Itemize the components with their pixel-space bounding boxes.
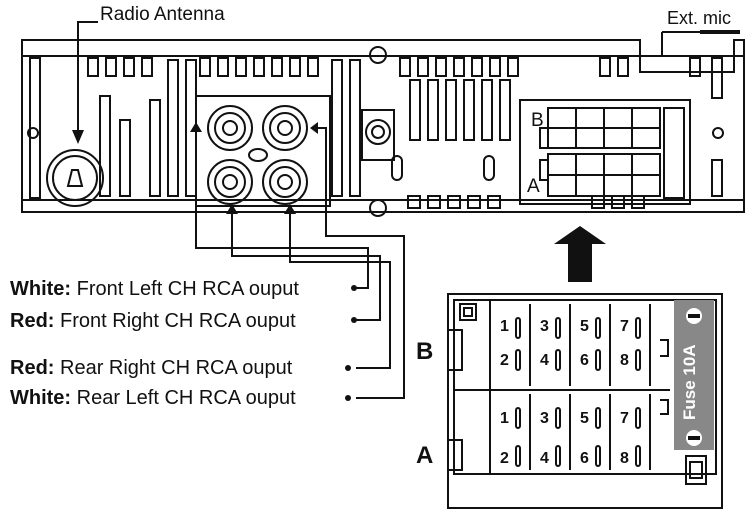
radio-antenna-label: Radio Antenna [100, 4, 225, 25]
rca-leader-lines [195, 127, 405, 399]
rca-label-rear-right: Red: Rear Right CH RCA ouput [10, 357, 293, 379]
unit-connector-a-label: A [527, 176, 540, 197]
pin-a6: 6 [580, 450, 589, 467]
head-unit-outline [21, 39, 745, 213]
pin-b1: 1 [500, 318, 509, 335]
up-arrow [554, 226, 606, 282]
pin-b5: 5 [580, 318, 589, 335]
rca-label-rear-left: White: Rear Left CH RCA ouput [10, 387, 296, 409]
pin-b6: 6 [580, 352, 589, 369]
pin-a1: 1 [500, 410, 509, 427]
connector-b-label: B [416, 338, 434, 365]
rca-label-front-left: White: Front Left CH RCA ouput [10, 278, 299, 300]
pin-a8: 8 [620, 450, 629, 467]
pin-b2: 2 [500, 352, 509, 369]
pin-a3: 3 [540, 410, 549, 427]
fuse-holder [674, 300, 714, 450]
top-vents [87, 57, 701, 77]
pin-a2: 2 [500, 450, 509, 467]
unit-connector-b-label: B [531, 110, 544, 131]
antenna-pointer [77, 21, 98, 132]
rca-label-front-right: Red: Front Right CH RCA ouput [10, 310, 296, 332]
ext-mic-lead [661, 31, 700, 56]
unit-iso-socket [519, 99, 691, 205]
pin-a4: 4 [540, 450, 549, 467]
connector-detail [447, 293, 723, 509]
pin-b4: 4 [540, 352, 549, 369]
ext-mic-label: Ext. mic [667, 8, 732, 28]
pin-a7: 7 [620, 410, 629, 427]
fuse-label: Fuse 10A [680, 344, 699, 420]
pin-b8: 8 [620, 352, 629, 369]
antenna-socket [46, 149, 104, 207]
bottom-vents [407, 195, 645, 209]
rca-jacks [195, 95, 331, 207]
pin-b3: 3 [540, 318, 549, 335]
connector-a-label: A [416, 442, 434, 469]
pin-a5: 5 [580, 410, 589, 427]
pin-b7: 7 [620, 318, 629, 335]
